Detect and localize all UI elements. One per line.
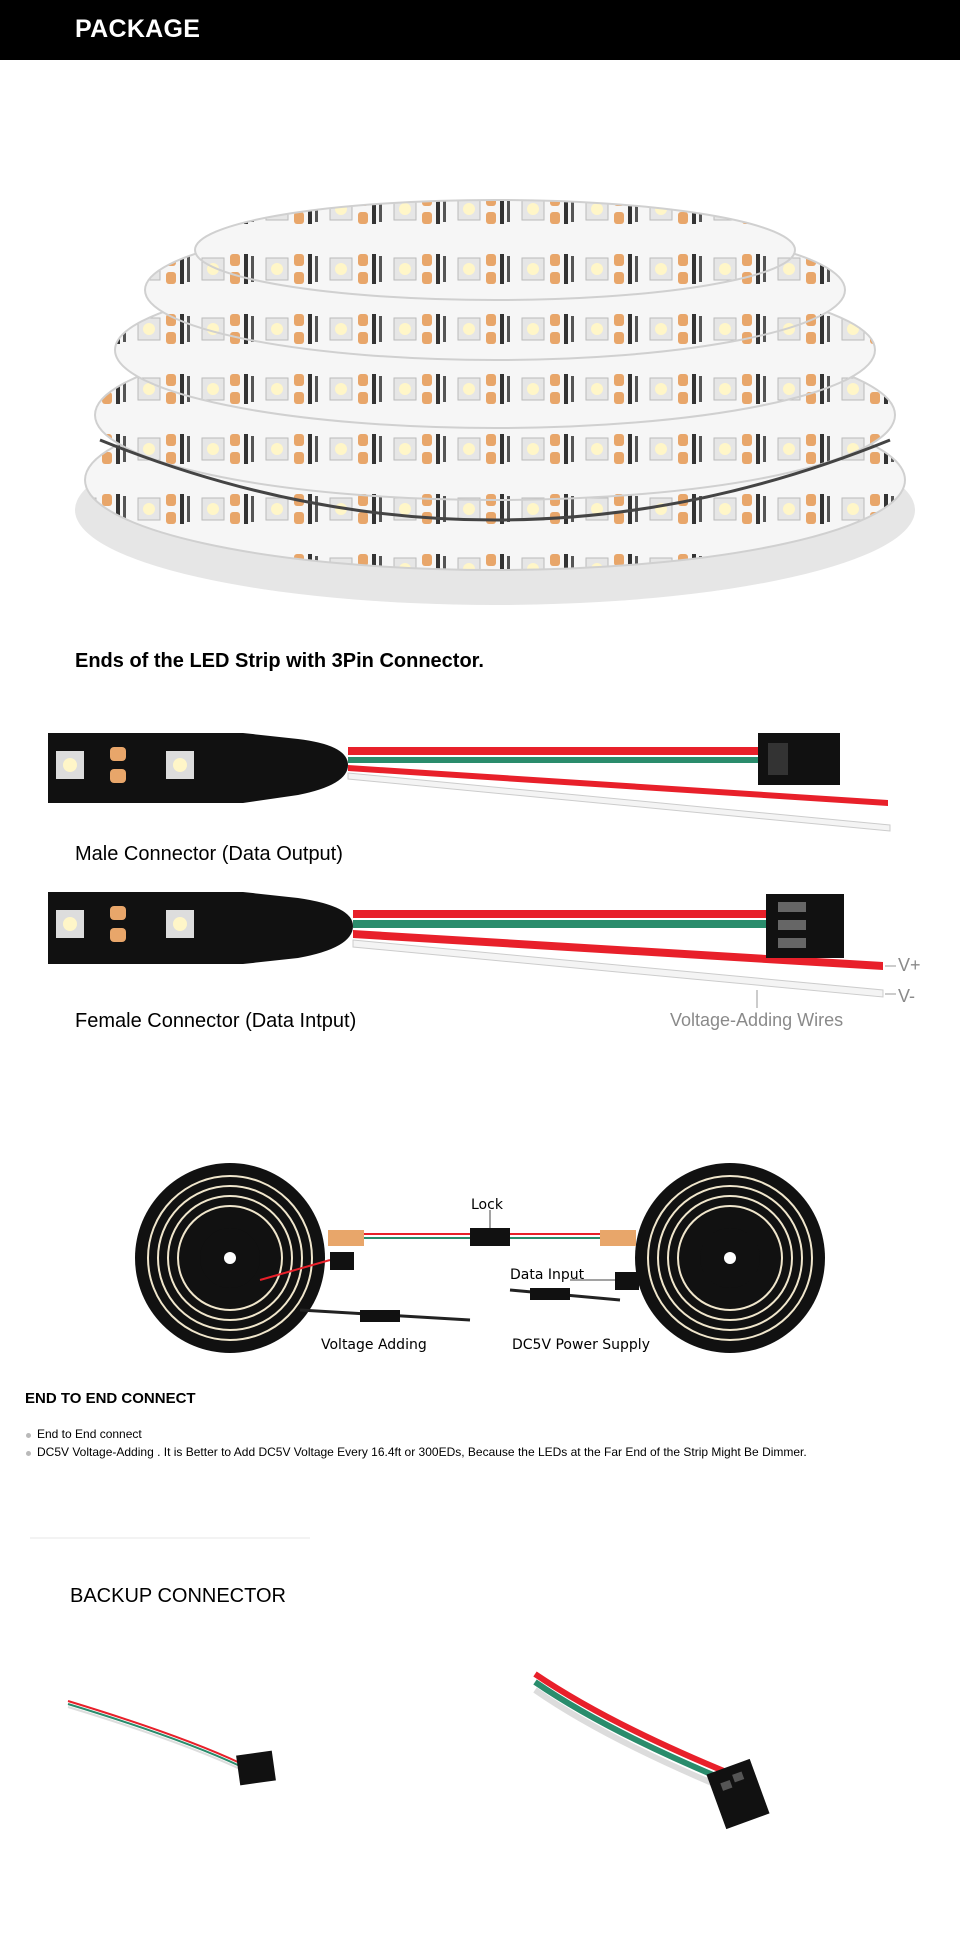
list-item: End to End connect <box>23 1427 943 1441</box>
bullet-text: End to End connect <box>37 1427 142 1441</box>
list-item: DC5V Voltage-Adding . It is Better to Ad… <box>23 1445 943 1459</box>
left-reel-icon <box>135 1163 325 1353</box>
bullet-icon <box>26 1451 31 1456</box>
bullet-text: DC5V Voltage-Adding . It is Better to Ad… <box>37 1445 807 1459</box>
section-divider <box>30 1537 310 1539</box>
female-connector-caption: Female Connector (Data Intput) <box>75 1010 357 1032</box>
voltage-wires-caption: Voltage-Adding Wires <box>670 1010 844 1030</box>
strip-ends-title: Ends of the LED Strip with 3Pin Connecto… <box>75 650 484 672</box>
diagram-data-input-label: Data Input <box>510 1267 585 1283</box>
led-strip-reel-photo <box>75 199 915 605</box>
end-to-end-title: END TO END CONNECT <box>25 1390 196 1407</box>
male-connector-image <box>48 733 891 832</box>
header-bar <box>0 0 960 60</box>
backup-male-connector-image <box>67 1700 276 1786</box>
diagram-lock-label: Lock <box>471 1197 503 1213</box>
bullet-icon <box>26 1433 31 1438</box>
page-title: PACKAGE <box>75 15 201 43</box>
diagram-power-supply-label: DC5V Power Supply <box>512 1337 650 1353</box>
v-plus-label: V+ <box>898 955 921 975</box>
right-reel-icon <box>635 1163 825 1353</box>
connection-diagram <box>135 1163 825 1353</box>
diagram-voltage-adding-label: Voltage Adding <box>321 1337 427 1353</box>
backup-connector-title: BACKUP CONNECTOR <box>70 1585 286 1607</box>
v-minus-label: V- <box>898 986 916 1006</box>
backup-female-connector-image <box>533 1671 770 1830</box>
female-connector-image <box>48 892 896 1008</box>
male-connector-caption: Male Connector (Data Output) <box>75 843 343 865</box>
end-to-end-list: End to End connect DC5V Voltage-Adding .… <box>23 1427 943 1459</box>
